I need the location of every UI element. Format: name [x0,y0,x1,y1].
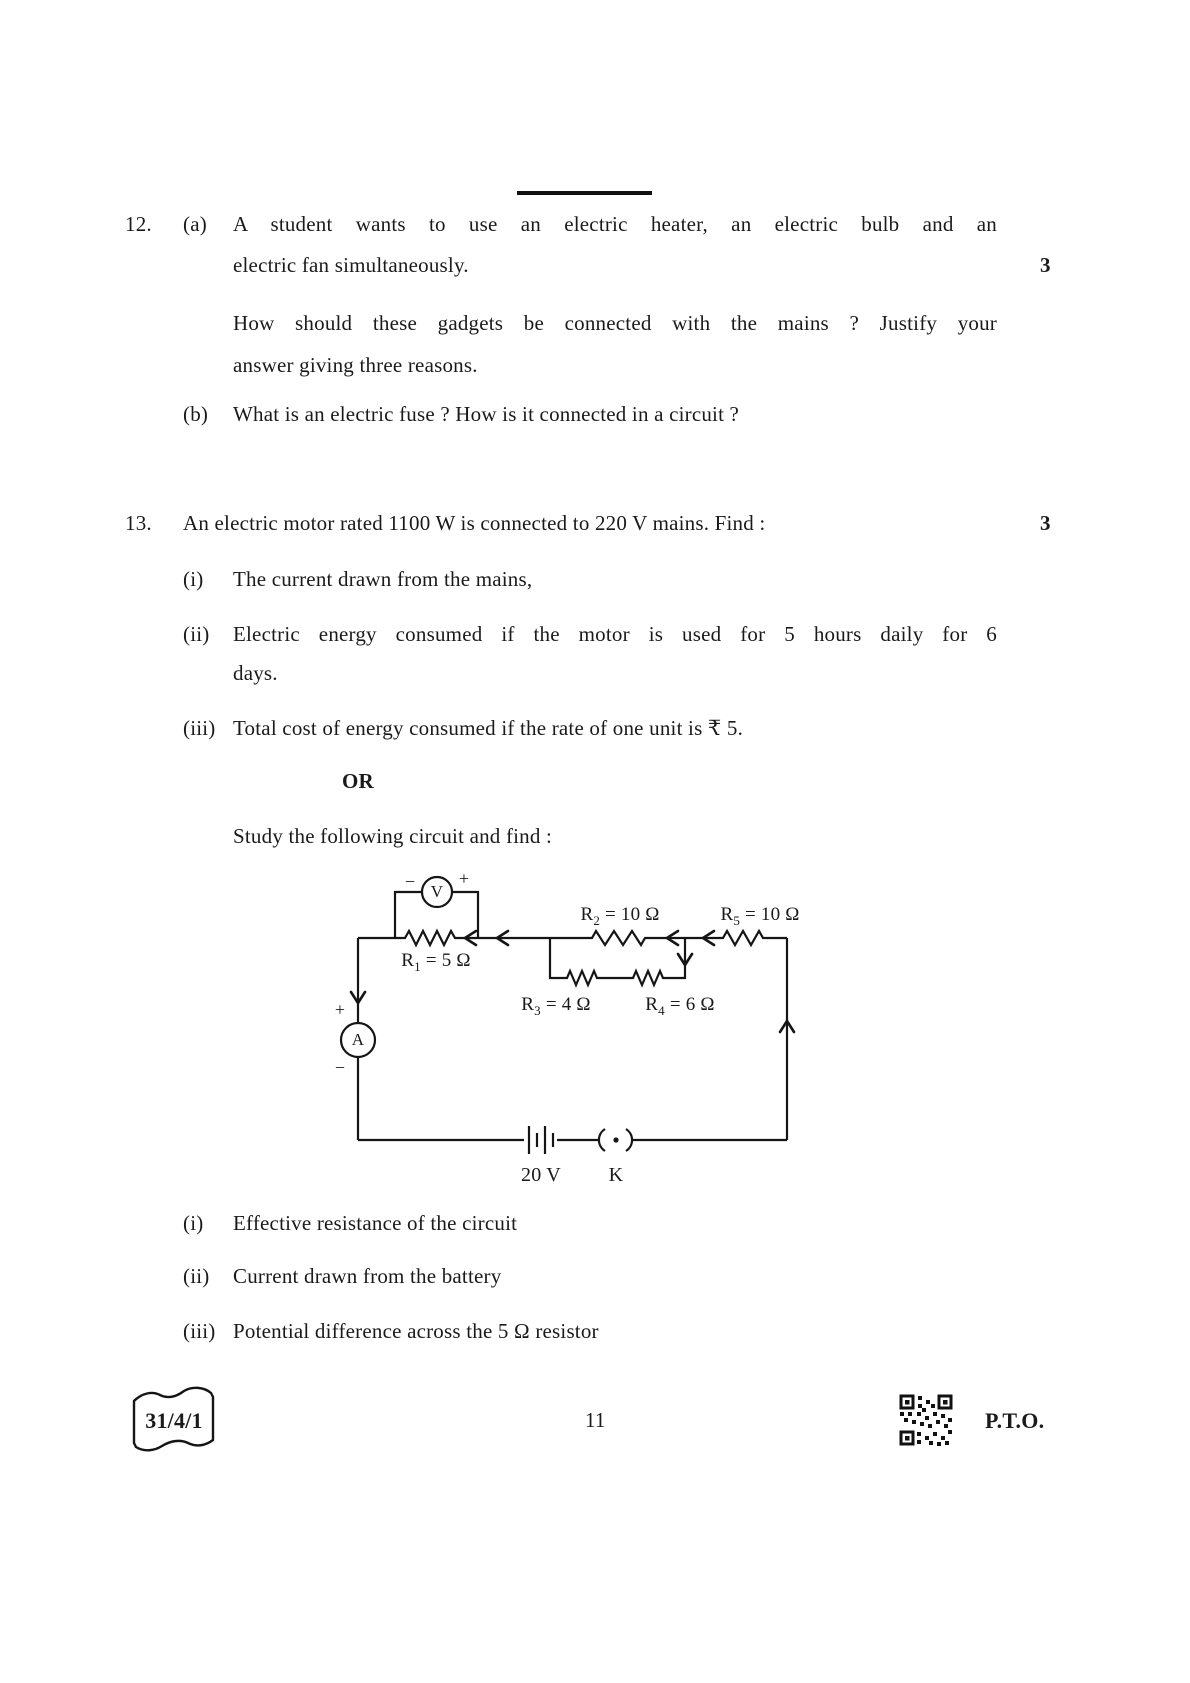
q13-item-ii-label: (ii) [183,622,210,646]
voltmeter-label: V [430,882,444,901]
key-dot [613,1137,619,1143]
arrow-up-right [778,1019,796,1034]
main-wire [358,928,787,948]
q13-alt-i-label: (i) [183,1211,204,1235]
q13-item-iii-label: (iii) [183,716,216,740]
q13-item-ii-line1: Electric energy consumed if the motor is… [233,622,997,646]
q12a-line1: A student wants to use an electric heate… [233,212,997,236]
voltmeter-wires [393,890,480,938]
q12a-label: (a) [183,212,207,236]
ammeter-circle [339,1021,377,1059]
q13-alt-iii-text: Potential difference across the 5 Ω resi… [233,1319,599,1343]
arrow-left-2 [495,929,510,947]
voltmeter-circle [420,875,454,909]
q12a-line2: electric fan simultaneously. [233,253,469,277]
ammeter-label: A [351,1030,365,1049]
q13-alt-i-text: Effective resistance of the circuit [233,1211,518,1235]
paper-code-flag [132,1386,215,1452]
resistor-r4-label: R4= 6 Ω [645,994,715,1018]
arrow-left-4 [701,929,716,947]
voltmeter-minus-sign: − [404,871,416,892]
resistor-r2-label: R2= 10 Ω [580,904,660,928]
arrow-left-3 [665,929,680,947]
q13-number: 13. [125,511,152,535]
voltmeter-plus-sign: + [458,868,470,889]
q12a-line4: answer giving three reasons. [233,353,478,377]
arrow-down-left [349,990,367,1005]
key-label: K [608,1164,624,1186]
q13-or-label: OR [342,769,374,793]
q13-item-i-label: (i) [183,567,204,591]
battery-symbol [527,1126,555,1154]
ammeter-minus-sign: − [334,1057,346,1078]
q13-marks: 3 [1040,511,1051,535]
ammeter-plus-sign: + [334,999,346,1020]
arrow-down-branch [676,952,694,967]
q13-intro: An electric motor rated 1100 W is connec… [183,511,766,535]
q12-number: 12. [125,212,152,236]
resistor-r3-label: R3= 4 Ω [521,994,591,1018]
q13-alt-iii-label: (iii) [183,1319,216,1343]
battery-voltage-label: 20 V [521,1164,561,1186]
paper-code: 31/4/1 [145,1408,203,1433]
arrow-left-1 [463,929,478,947]
current-arrows [349,929,796,1034]
q13-alt-ii-label: (ii) [183,1264,210,1288]
resistor-r1-label: R1= 5 Ω [401,950,471,974]
key-symbol [597,1128,634,1152]
q12a-line3: How should these gadgets be connected wi… [233,311,997,335]
pto-label: P.T.O. [985,1408,1045,1433]
q13-alt-intro: Study the following circuit and find : [233,824,553,848]
q13-item-iii-text: Total cost of energy consumed if the rat… [233,716,744,740]
q12b-text: What is an electric fuse ? How is it con… [233,402,740,426]
page-number: 11 [585,1408,606,1432]
q13-item-i-text: The current drawn from the mains, [233,567,533,591]
q13-alt-ii-text: Current drawn from the battery [233,1264,502,1288]
q13-item-ii-line2: days. [233,661,278,685]
section-divider [517,191,652,195]
q12-marks: 3 [1040,253,1051,277]
parallel-branch-wire [548,938,687,988]
q12b-label: (b) [183,402,209,426]
qr-code [899,1394,953,1446]
resistor-r5-label: R5= 10 Ω [720,904,800,928]
